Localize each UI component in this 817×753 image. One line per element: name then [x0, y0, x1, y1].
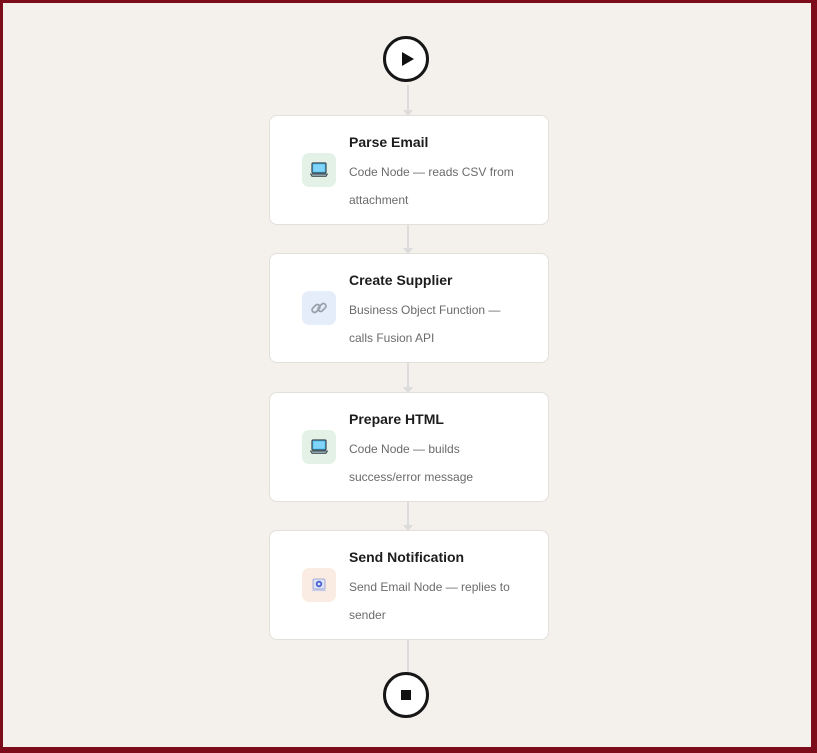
node-icon-container — [302, 153, 336, 187]
connector-send-to-end — [407, 640, 409, 672]
node-title: Prepare HTML — [349, 411, 444, 427]
node-parse-email[interactable]: Parse Email Code Node — reads CSV from a… — [269, 115, 549, 225]
link-icon — [311, 302, 327, 314]
node-description: Send Email Node — replies to sender — [349, 580, 510, 622]
node-send-notification[interactable]: Send Notification Send Email Node — repl… — [269, 530, 549, 640]
end-node[interactable] — [383, 672, 429, 718]
stop-icon — [401, 690, 411, 700]
node-description: Code Node — reads CSV from attachment — [349, 165, 514, 207]
node-icon-container — [302, 568, 336, 602]
node-description: Business Object Function — calls Fusion … — [349, 303, 501, 345]
workflow-canvas: Parse Email Code Node — reads CSV from a… — [3, 3, 811, 747]
connector-parse-to-create — [403, 225, 413, 254]
node-title: Parse Email — [349, 134, 429, 150]
connector-start-to-parse — [403, 85, 413, 116]
laptop-icon — [310, 439, 328, 454]
node-prepare-html[interactable]: Prepare HTML Code Node — builds success/… — [269, 392, 549, 502]
node-icon-container — [302, 430, 336, 464]
connector-prepare-to-send — [403, 502, 413, 531]
email-icon — [312, 578, 326, 592]
node-title: Create Supplier — [349, 272, 453, 288]
node-title: Send Notification — [349, 549, 465, 565]
start-node[interactable] — [383, 36, 429, 82]
connector-create-to-prepare — [403, 363, 413, 393]
node-icon-container — [302, 291, 336, 325]
play-icon — [401, 52, 414, 66]
node-create-supplier[interactable]: Create Supplier Business Object Function… — [269, 253, 549, 363]
node-description: Code Node — builds success/error message — [349, 442, 474, 484]
laptop-icon — [310, 162, 328, 177]
